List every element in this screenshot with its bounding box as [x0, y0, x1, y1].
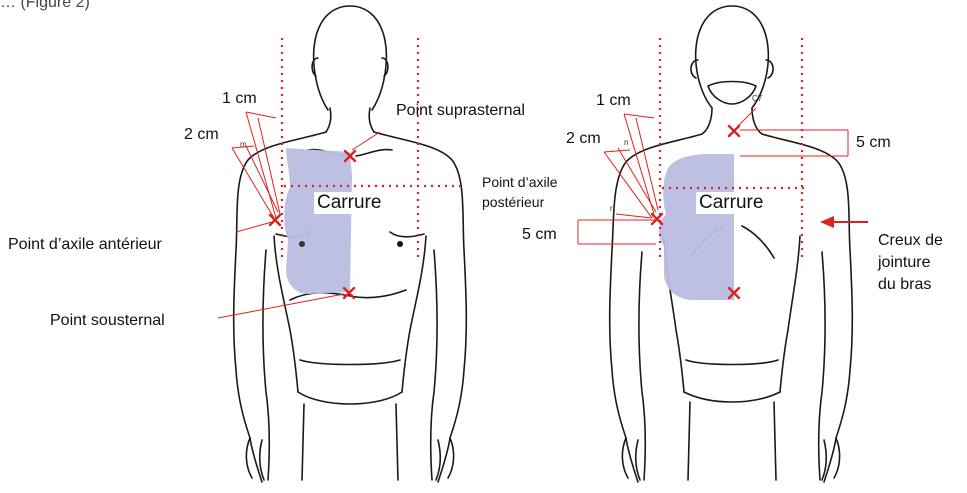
front-1cm-label: 1 cm	[222, 90, 257, 108]
front-shading	[284, 148, 352, 294]
front-measure-1cm	[246, 112, 276, 218]
creux-arrow	[820, 216, 868, 228]
back-tiny-n-label: n	[624, 138, 628, 147]
front-arm-inner-right	[431, 250, 437, 480]
back-tick-2cm	[604, 150, 630, 152]
back-point-axile-posterieur-label: Point d’axile postérieur	[482, 172, 558, 212]
back-1cm-label: 1 cm	[596, 92, 631, 110]
creux-line3: du bras	[878, 274, 943, 296]
back-scapula-right	[742, 226, 774, 258]
front-point-suprasternal-label: Point suprasternal	[396, 102, 525, 120]
back-marker-axile	[652, 214, 662, 224]
back-2cm-label: 2 cm	[566, 130, 601, 148]
back-c7-label: C7	[752, 94, 762, 103]
back-hairline	[708, 82, 756, 105]
front-point-axile-anterieur-label: Point d’axile antérieur	[8, 236, 162, 254]
back-axile-line2: postérieur	[482, 192, 558, 212]
back-torso-right	[780, 236, 800, 392]
back-head	[696, 6, 769, 108]
back-tick-top	[624, 114, 654, 118]
back-5cm-top-label: 5 cm	[856, 134, 891, 152]
front-nipple-right	[397, 241, 403, 247]
front-torso-right	[402, 236, 426, 392]
front-clavicle-right	[356, 150, 392, 156]
front-carrure-label: Carrure	[314, 192, 384, 214]
creux-label: Creux de jointure du bras	[878, 230, 943, 296]
front-arm-inner-left	[263, 250, 269, 480]
front-nipple-left	[299, 241, 305, 247]
back-5cm-side-label: 5 cm	[522, 226, 557, 244]
back-arm-inner-right	[819, 252, 825, 480]
front-hips	[298, 360, 402, 404]
front-neck	[326, 108, 374, 132]
back-hips	[684, 360, 780, 402]
front-leg-hint	[302, 404, 398, 480]
front-right-outline	[374, 132, 466, 482]
creux-line1: Creux de	[878, 230, 943, 252]
front-tiny-m-label: m	[240, 140, 247, 149]
creux-line2: jointure	[878, 252, 943, 274]
front-point-sousternal-label: Point sousternal	[50, 312, 165, 330]
front-marker-axile	[270, 215, 280, 225]
front-arrow-sousternal	[218, 294, 344, 318]
back-arrow-axile	[616, 214, 652, 218]
back-tiny-r-label: r	[610, 204, 613, 213]
back-marker-c7	[729, 126, 739, 136]
back-shading	[659, 154, 734, 300]
front-arrow-suprasternal	[352, 132, 380, 150]
back-axile-line1: Point d’axile	[482, 172, 558, 192]
front-2cm-label: 2 cm	[184, 126, 219, 144]
back-leg-hint	[688, 402, 776, 480]
front-head	[314, 6, 387, 110]
back-right-outline	[762, 134, 852, 482]
front-arrow-axile	[236, 222, 272, 232]
back-carrure-label: Carrure	[696, 192, 766, 214]
back-arm-inner-left	[639, 252, 645, 480]
front-tick-top	[246, 112, 276, 118]
